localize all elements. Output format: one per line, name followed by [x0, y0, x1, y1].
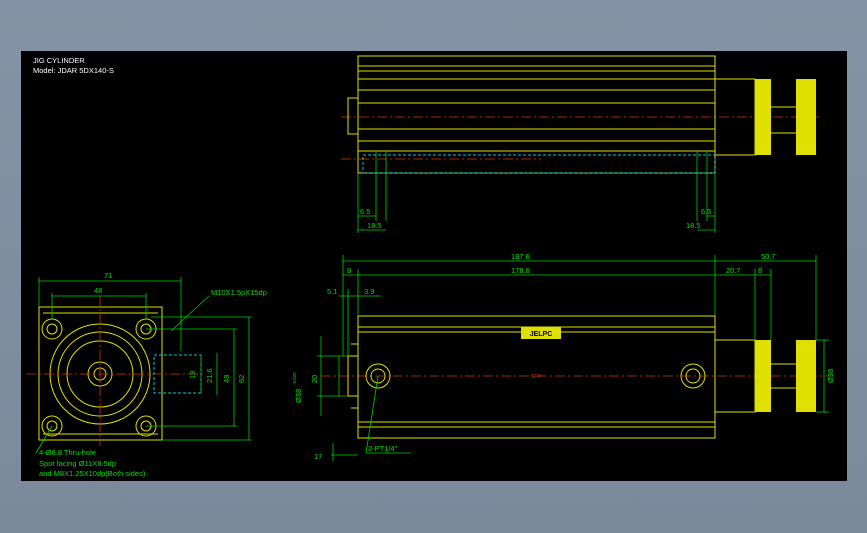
dim-21-6: 21.6: [205, 368, 214, 383]
dim-20-7: 20.7: [726, 266, 741, 275]
dim-17: 17: [314, 452, 322, 461]
tap-note: and M8X1.25X10dp(Both sides): [39, 469, 146, 478]
top-view: 6.5 18.5 6.5 18.5: [341, 55, 821, 233]
port-left: [365, 363, 391, 389]
mount-hole-bl: [41, 415, 63, 437]
dim-48-height: 48: [222, 375, 231, 383]
stamp-text: SFR: [531, 374, 541, 380]
dim-18-5-right: 18.5: [686, 221, 701, 230]
top-view-knurl-nut-2: [796, 79, 816, 155]
dim-dia-38-right: Ø38: [826, 369, 835, 383]
dim-18-5-left: 18.5: [367, 221, 382, 230]
dim-71: 71: [104, 271, 112, 280]
dim-62: 62: [237, 375, 246, 383]
dim-3-9: 3.9: [364, 287, 374, 296]
dim-20: 20: [310, 375, 319, 383]
dim-6-5-right: 6.5: [701, 207, 711, 216]
port-right: [680, 363, 706, 389]
dim-187-6: 187.6: [511, 252, 530, 261]
drawing-title: JIG CYLINDER: [33, 56, 85, 65]
dim-9: 9: [347, 266, 351, 275]
side-view-knurl-nut-2: [796, 340, 816, 412]
brand-plate: [521, 327, 561, 339]
dim-178-6: 178.6: [511, 266, 530, 275]
dim-dia-38-left: Ø38: [294, 389, 303, 403]
spot-facing-note: Spot facing Ø11X8.5dp: [39, 459, 116, 468]
cad-drawing: JIG CYLINDER Model: JDAR 5DX140-S 6.5 18…: [26, 55, 835, 478]
end-view-outline: [38, 306, 163, 441]
top-view-knurl-nut-1: [755, 79, 771, 155]
dim-48-width: 48: [94, 286, 102, 295]
thread-note: M10X1.5pX15dp: [211, 288, 267, 297]
mount-hole-tl: [41, 318, 63, 340]
hole-note: 4-Ø6.8 Thru-hole: [39, 448, 96, 457]
end-view: 71 48 19 21.6 48 62 M10X1.5pX15dp 4-Ø6.8…: [26, 271, 267, 478]
dim-8: 8: [758, 266, 762, 275]
top-view-hidden-slot: [362, 154, 716, 174]
brand-logo: JELPC: [530, 331, 553, 338]
dim-50-7: 50.7: [761, 252, 776, 261]
top-view-end-cap: [347, 97, 359, 135]
dim-6-5-left: 6.5: [360, 207, 370, 216]
dim-19: 19: [188, 371, 197, 379]
model-label: Model: JDAR 5DX140-S: [33, 66, 114, 75]
side-view: JELPC SFR 187.6 50.7 9 178.6 20.7 8 5.1 …: [292, 252, 835, 461]
side-view-knurl-nut-1: [755, 340, 771, 412]
port-note: 2-PT1/4": [368, 444, 398, 453]
tolerance-note: -0.025: [292, 372, 297, 385]
dim-5-1: 5.1: [327, 287, 337, 296]
top-view-body: [357, 55, 716, 174]
drawing-canvas: JIG CYLINDER Model: JDAR 5DX140-S 6.5 18…: [21, 51, 847, 481]
side-view-end-cap: [347, 355, 359, 397]
